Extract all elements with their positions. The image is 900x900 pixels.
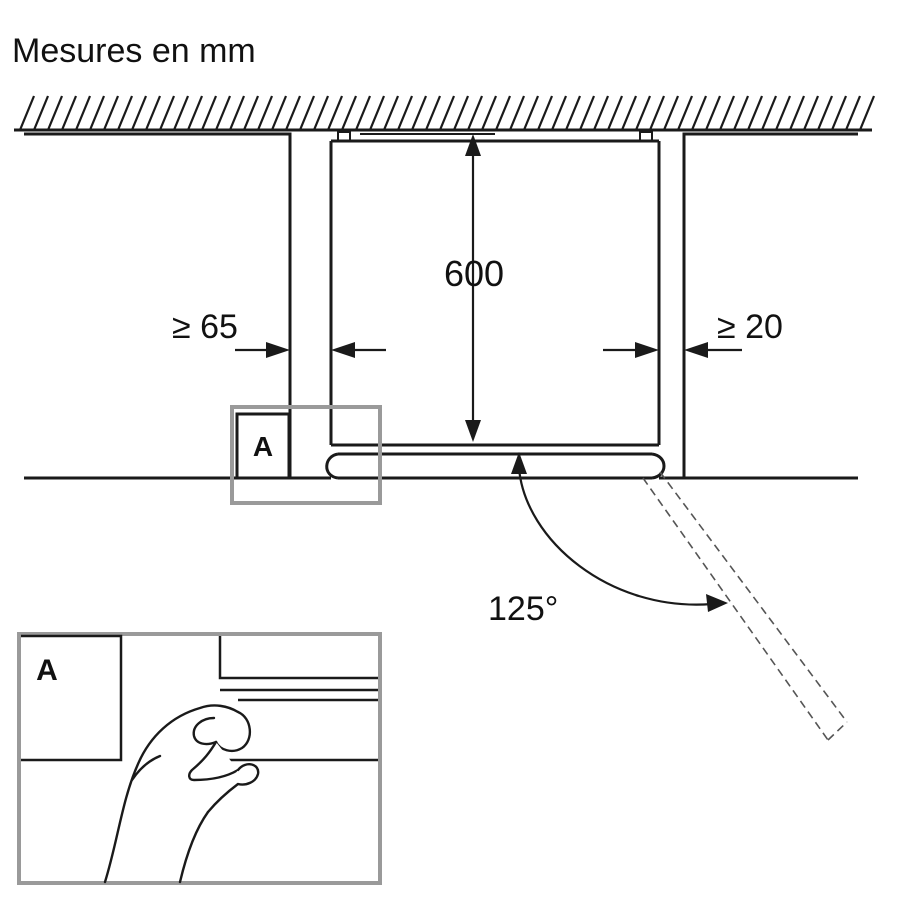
right-cabinet [682,132,858,480]
hatch-line [746,95,764,131]
hatch-line [18,95,36,131]
hatch-line [340,95,358,131]
hatch-line [438,95,456,131]
hatch-line [102,95,120,131]
inset-cabinet [21,634,378,762]
right-clearance-arrows [603,342,742,358]
hatch-line [634,95,652,131]
hatch-line [494,95,512,131]
hatch-line [690,95,708,131]
hatch-line [284,95,302,131]
hatch-line [816,95,834,131]
hatch-line [704,95,722,131]
hatch-line [788,95,806,131]
hand-icon [103,704,260,884]
appliance-spacer-right [639,131,653,142]
hatch-line [830,95,848,131]
appliance-door [325,452,666,480]
inset-label: A [36,654,58,687]
hatch-line [536,95,554,131]
hatch-line [802,95,820,131]
hatch-line [564,95,582,131]
hatch-line [74,95,92,131]
open-door-outline [642,471,848,741]
angle-arrowhead-end [706,594,728,612]
hatch-line [32,95,50,131]
angle-arrowhead-top [511,452,527,474]
hatch-line [200,95,218,131]
hatch-line [424,95,442,131]
hatch-line [186,95,204,131]
hatch-line [774,95,792,131]
page-title: Mesures en mm [12,32,256,70]
hatch-line [620,95,638,131]
hatch-line [844,95,862,131]
wall [14,95,876,132]
detail-a-label: A [253,431,273,462]
hatch-line [410,95,428,131]
hatch-line [270,95,288,131]
left-cabinet [24,132,292,480]
right-hinge [651,452,666,480]
hatch-line [368,95,386,131]
hatch-line [228,95,246,131]
hatch-line [662,95,680,131]
hatch-line [312,95,330,131]
hatch-line [130,95,148,131]
hatch-line [732,95,750,131]
appliance-spacer-left [337,131,351,142]
hatch-line [144,95,162,131]
hatch-line [760,95,778,131]
hatch-line [116,95,134,131]
hatch-line [508,95,526,131]
hatch-line [214,95,232,131]
hatch-line [858,95,876,131]
right-clearance-label: ≥ 20 [717,308,783,346]
hatch-line [382,95,400,131]
hatch-line [592,95,610,131]
hatch-line [242,95,260,131]
inset-frame [17,632,382,885]
hatch-line [676,95,694,131]
depth-dimension-arrow [465,134,481,442]
hatch-line [172,95,190,131]
door-angle-arc [517,467,713,606]
hatch-line [648,95,666,131]
left-clearance-arrows [235,342,386,358]
hatch-line [298,95,316,131]
appliance [329,131,661,447]
left-hinge [325,452,339,480]
hatch-line [88,95,106,131]
hatch-line [354,95,372,131]
hatch-line [60,95,78,131]
detail-a-box [235,412,291,480]
hatch-line [466,95,484,131]
hatch-line [718,95,736,131]
inset-detail-a: A [17,632,382,885]
hatch-line [46,95,64,131]
wall-hatching [18,95,876,131]
hatch-line [480,95,498,131]
hatch-line [256,95,274,131]
hatch-line [452,95,470,131]
detail-a-highlight-frame [230,405,382,505]
door-angle-label: 125° [488,590,558,628]
left-clearance-label: ≥ 65 [172,308,238,346]
hatch-line [522,95,540,131]
hatch-line [550,95,568,131]
hatch-line [578,95,596,131]
hatch-line [158,95,176,131]
hatch-line [396,95,414,131]
hatch-line [606,95,624,131]
depth-label: 600 [444,253,504,294]
hatch-line [326,95,344,131]
